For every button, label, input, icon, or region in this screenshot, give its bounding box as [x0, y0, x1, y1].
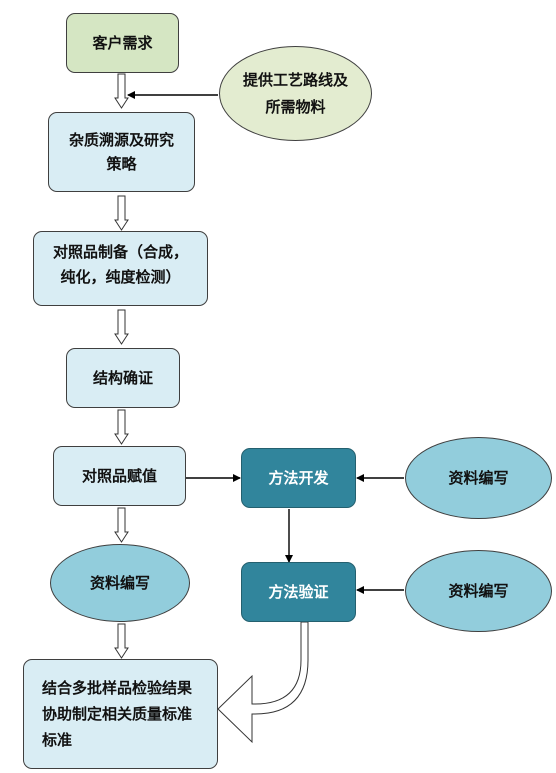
final-standard-box: 结合多批样品检验结果协助制定相关质量标准标准 — [23, 659, 218, 769]
hollow-arrow-3 — [114, 309, 129, 345]
method-dev-box: 方法开发 — [241, 448, 356, 508]
doc-write-right-bottom-oval: 资料编写 — [405, 550, 552, 632]
process-info-label: 提供工艺路线及所需物料 — [242, 71, 348, 116]
hollow-arrow-1 — [114, 73, 129, 109]
hollow-arrow-6 — [114, 623, 129, 659]
reference-prep-label: 对照品制备（合成，纯化，纯度检测） — [52, 243, 188, 286]
doc-write-right-top-label: 资料编写 — [448, 469, 509, 487]
structure-confirm-box: 结构确证 — [66, 348, 180, 408]
hollow-arrow-5 — [114, 507, 129, 543]
final-standard-label: 结合多批样品检验结果协助制定相关质量标准标准 — [42, 679, 193, 749]
customer-demand-label: 客户需求 — [92, 34, 153, 52]
process-info-oval: 提供工艺路线及所需物料 — [219, 46, 372, 141]
method-valid-box: 方法验证 — [241, 562, 356, 622]
hollow-arrow-4 — [114, 409, 129, 445]
doc-write-right-bottom-label: 资料编写 — [448, 582, 509, 600]
hollow-arrow-2 — [114, 195, 129, 231]
doc-write-left-label: 资料编写 — [89, 574, 150, 592]
impurity-trace-label: 杂质溯源及研究策略 — [68, 131, 174, 173]
impurity-trace-box: 杂质溯源及研究策略 — [48, 112, 195, 192]
reference-prep-box: 对照品制备（合成，纯化，纯度检测） — [33, 231, 208, 306]
hollow-uturn-arrow — [217, 621, 309, 744]
method-dev-label: 方法开发 — [268, 469, 329, 487]
reference-assign-box: 对照品赋值 — [53, 446, 186, 506]
method-valid-label: 方法验证 — [268, 583, 329, 601]
doc-write-right-top-oval: 资料编写 — [405, 437, 552, 519]
reference-assign-label: 对照品赋值 — [81, 467, 157, 485]
customer-demand-box: 客户需求 — [66, 13, 179, 73]
structure-confirm-label: 结构确证 — [92, 369, 153, 387]
doc-write-left-oval: 资料编写 — [50, 544, 190, 622]
